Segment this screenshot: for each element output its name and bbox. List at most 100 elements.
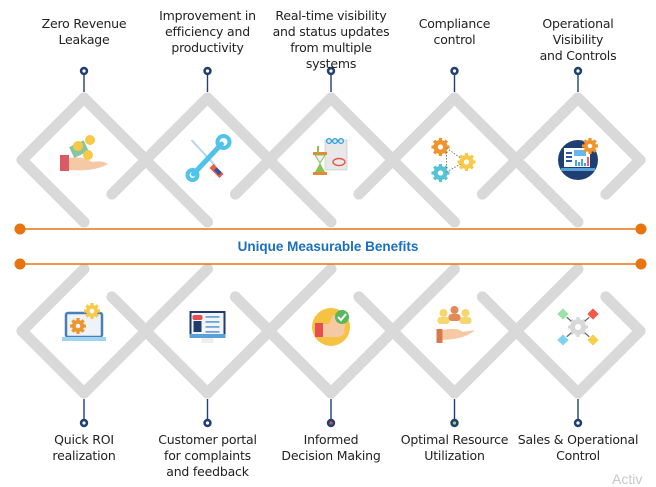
monitor-profile-icon [189,311,226,343]
diamond-edge [476,154,522,200]
diamond-edge [106,154,152,200]
diamond-frame [510,263,646,399]
gear-shape [431,164,450,182]
diamond-frame [510,92,646,228]
bottom-connector-dot-center [452,421,457,425]
watermark-text: Activ [612,471,643,487]
diamond-edge [16,263,90,337]
diamond-edge [600,291,646,337]
upper-rail-left-dot [14,223,26,235]
benefit-label-line: Real-time visibility [275,8,387,23]
diamond-edge [263,154,337,228]
central-gear-nodes-icon [557,308,599,346]
benefit-label-line: Sales & Operational [517,432,639,447]
top-connector-dot-center [82,69,86,73]
diamond-edge [572,92,646,166]
hourglass-document-icon [313,137,348,175]
diamond-edge [353,154,399,200]
laptop-dashboard-icon [558,138,598,180]
diamond-edge [202,92,275,166]
wrench-screwdriver-icon [185,134,232,182]
title-rails [14,223,647,270]
benefit-label-line: Utilization [424,448,485,463]
diamond-edge [449,325,522,399]
lower-rail-right-dot [635,258,647,270]
diamond-edge [449,92,522,166]
connectors [79,66,583,428]
top-diamond-chain [16,92,646,228]
diagram-title: Unique Measurable Benefits [237,239,419,254]
benefit-label-line: Leakage [58,32,110,47]
diamond-edge [106,291,152,337]
diamond-frame [387,263,522,399]
gears-network-icon [431,138,476,182]
benefit-label-line: Optimal Resource [400,432,509,447]
diamond-edge [387,325,460,399]
diamond-edge [353,291,399,337]
diamond-frame [16,263,152,399]
diamond-edge [325,92,399,166]
gear-shape [457,153,476,171]
diamond-edge [202,325,275,399]
bottom-connector-dot-center [329,421,333,425]
bottom-connector-dot-center [205,421,210,425]
gear-shape [70,318,86,334]
bottom-connector-dot-center [82,421,86,425]
benefit-label-line: Control [556,448,600,463]
benefit-label-line: productivity [171,40,244,55]
diamond-edge [510,263,584,337]
diamond-edge [78,325,152,399]
benefit-label-line: from multiple systems [290,40,372,71]
diamond-edge [263,92,337,166]
benefit-label-line: efficiency and [165,24,250,39]
benefit-label-line: Improvement in [159,8,256,23]
diamond-edge [476,291,522,337]
benefit-label-line: realization [52,448,116,463]
diamond-edge [229,291,275,337]
benefit-label-line: Operational Visibility [542,16,614,47]
gear-shape [84,303,100,319]
diamond-edge [140,92,213,166]
diamond-frame [263,263,399,399]
hand-holding-money-icon [60,135,108,171]
diamond-frame [140,263,275,399]
top-connector-dot-center [205,69,210,73]
diamond-edge [16,92,90,166]
top-connector-dot-center [329,69,333,73]
diamond-edge [140,263,213,337]
thumbs-up-check-icon [312,308,350,346]
diamond-edge [510,154,584,228]
diamond-edge [263,325,337,399]
diamond-edge [387,263,460,337]
diamond-edge [387,92,460,166]
diamond-frame [16,92,152,228]
diamond-frame [387,92,522,228]
diamond-edge [510,92,584,166]
benefit-label-line: and Controls [539,48,617,63]
diamond-edge [78,92,152,166]
benefit-label-line: control [433,32,476,47]
top-connector-dot-center [452,69,457,73]
diamond-edge [510,325,584,399]
bottom-diamond-chain [16,263,646,399]
diamond-edge [387,154,460,228]
diamond-frame [140,92,275,228]
benefit-label-line: for complaints [164,448,251,463]
diamond-edge [229,154,275,200]
upper-rail-right-dot [635,223,647,235]
diamond-frame [263,92,399,228]
gear-shape [431,138,450,156]
diamond-edge [600,154,646,200]
icons [60,134,599,346]
bottom-connector-dot-center [576,421,580,425]
gear-shape [582,138,598,154]
laptop-gears-icon [62,303,106,341]
benefit-label-line: and feedback [166,464,249,479]
